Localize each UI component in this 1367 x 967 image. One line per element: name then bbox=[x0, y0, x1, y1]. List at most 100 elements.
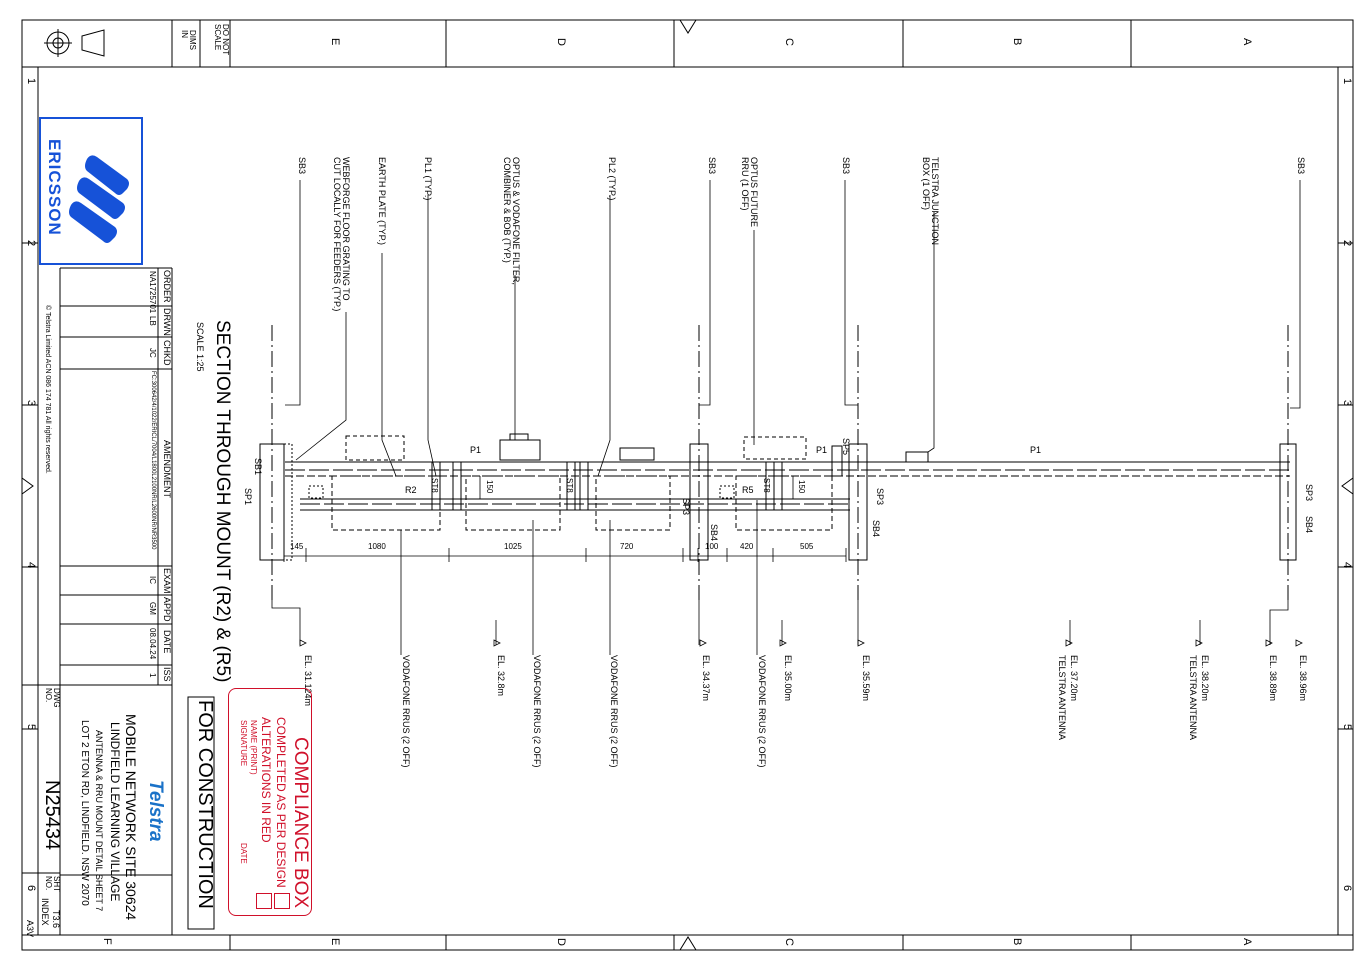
zone-letter-d-top: D bbox=[555, 38, 567, 46]
copyright-note: © Telstra Limited ACN 086 174 781 All ri… bbox=[44, 305, 51, 474]
rev-cell-drwn: LB bbox=[148, 316, 157, 326]
label-sp3: SP3 bbox=[875, 488, 885, 506]
rev-cell-iss: 1 bbox=[148, 673, 157, 678]
dim-1025: 1025 bbox=[504, 542, 522, 551]
rev-cell-date: 08.04.24 bbox=[148, 628, 157, 660]
zone-number-6-right: 6 bbox=[1341, 885, 1353, 892]
label-sb4: SB4 bbox=[1304, 516, 1314, 534]
compliance-line1: COMPLETED AS PER DESIGN bbox=[274, 717, 288, 888]
dims-in-note: DIMS IN bbox=[179, 30, 197, 50]
zone-number-1-left: 1 bbox=[25, 78, 37, 85]
compliance-signature-label: SIGNATURE bbox=[239, 720, 248, 767]
sheet-description: ANTENNA & RRU MOUNT DETAIL SHEET 7 bbox=[94, 730, 104, 912]
compliance-box bbox=[228, 688, 312, 916]
callout-earth-plate: EARTH PLATE (TYP.) bbox=[377, 157, 387, 246]
sht-no-label: SHT NO. bbox=[43, 876, 61, 892]
callout-sb3-b: SB3 bbox=[841, 157, 851, 175]
zone-number-5-left: 5 bbox=[25, 724, 37, 731]
callout-sb3-a: SB3 bbox=[1296, 157, 1306, 175]
dim-150: 150 bbox=[485, 480, 494, 494]
elevation-label: EL. 38.20m bbox=[1200, 655, 1210, 702]
compliance-check-box[interactable] bbox=[256, 893, 272, 909]
rev-cell-amendment: FC:300642/4/1022/ERICL/7004/L1800L2100NR… bbox=[150, 371, 156, 550]
dim-150: 150 bbox=[797, 480, 806, 494]
dwg-no-label: DWG NO. bbox=[43, 688, 61, 708]
compliance-check-box[interactable] bbox=[274, 893, 290, 909]
site-name: LINDFIELD LEARNING VILLAGE bbox=[108, 722, 122, 902]
dim-145: 145 bbox=[290, 542, 304, 551]
elevation-label: EL. 35.59m bbox=[861, 655, 871, 702]
rev-header-iss: ISS bbox=[162, 667, 172, 682]
zone-number-4-left: 4 bbox=[25, 562, 37, 569]
label-sp1: SP1 bbox=[243, 488, 253, 506]
section-scale: SCALE 1:25 bbox=[195, 322, 205, 372]
sheet-size: A3V bbox=[25, 920, 35, 938]
rev-header-order: ORDER bbox=[162, 270, 172, 303]
label-sp3: SP3 bbox=[1304, 484, 1314, 502]
elevation-label: EL. 35.00m bbox=[783, 655, 793, 702]
drawing-number: N25434 bbox=[41, 780, 63, 851]
rru-label: VODAFONE RRUS (2 OFF) bbox=[609, 655, 619, 768]
rru-label: VODAFONE RRUS (2 OFF) bbox=[757, 655, 767, 768]
elevation-note: TELSTRA ANTENNA bbox=[1188, 655, 1198, 741]
callout-sb3-d: SB3 bbox=[297, 157, 307, 175]
zone-letter-f-bottom: F bbox=[101, 938, 113, 945]
callout-sb3-c: SB3 bbox=[707, 157, 717, 175]
zone-letter-b-top: B bbox=[1011, 38, 1023, 46]
do-not-scale-note: DO NOT SCALE bbox=[212, 24, 230, 56]
site-title: MOBILE NETWORK SITE 30624 bbox=[123, 714, 139, 921]
elevation-label: EL. 38.96m bbox=[1298, 655, 1308, 702]
elevation-label: EL. 37.20m bbox=[1069, 655, 1079, 702]
compliance-name-label: NAME (PRINT) bbox=[249, 720, 258, 775]
zone-letter-e-top: E bbox=[329, 38, 341, 46]
rev-header-appd: APPD bbox=[162, 597, 172, 622]
label-p1: P1 bbox=[1030, 445, 1042, 455]
dim-720: 720 bbox=[620, 542, 634, 551]
label-sb4: SB4 bbox=[709, 524, 719, 542]
dim-505: 505 bbox=[800, 542, 814, 551]
rev-header-date: DATE bbox=[162, 630, 172, 654]
elevation-note: TELSTRA ANTENNA bbox=[1057, 655, 1067, 741]
zone-letter-b-bottom: B bbox=[1011, 938, 1023, 946]
zone-letter-d-bottom: D bbox=[555, 938, 567, 946]
callout-webforge: WEBFORGE FLOOR GRATING TO CUT LOCALLY FO… bbox=[331, 157, 351, 312]
dim-420: 420 bbox=[740, 542, 754, 551]
for-construction-label: FOR CONSTRUCTION bbox=[194, 700, 216, 909]
zone-letter-c-bottom: C bbox=[783, 938, 795, 946]
telstra-wordmark: Telstra bbox=[145, 780, 166, 842]
zone-letter-e-bottom: E bbox=[329, 938, 341, 946]
zone-number-5-right: 5 bbox=[1341, 724, 1353, 731]
elevation-label: EL. 34.37m bbox=[701, 655, 711, 702]
compliance-title: COMPLIANCE BOX bbox=[290, 737, 311, 909]
zone-letter-c-top: C bbox=[783, 38, 795, 46]
label-sb4: SB4 bbox=[871, 520, 881, 538]
label-sb1: SB1 bbox=[253, 458, 263, 476]
rru-label: VODAFONE RRUS (2 OFF) bbox=[532, 655, 542, 768]
elevation-label: EL. 38.89m bbox=[1268, 655, 1278, 702]
zone-number-6-left: 6 bbox=[25, 885, 37, 892]
zone-number-1-right: 1 bbox=[1341, 78, 1353, 85]
label-r2: R2 bbox=[405, 485, 417, 495]
zone-letter-a-bottom: A bbox=[1241, 938, 1253, 946]
zone-number-3-right: 3 bbox=[1341, 400, 1353, 407]
label-st8: ST8 bbox=[762, 478, 771, 493]
label-sp5: SP5 bbox=[841, 438, 851, 456]
callout-pl2: PL2 (TYP.) bbox=[607, 157, 617, 201]
section-title: SECTION THROUGH MOUNT (R2) & (R5) bbox=[212, 320, 233, 683]
ericsson-logo: ERICSSON bbox=[39, 117, 143, 265]
compliance-line2: ALTERATIONS IN RED bbox=[259, 717, 273, 843]
compliance-date-label: DATE bbox=[239, 843, 248, 864]
ericsson-stripes-icon bbox=[69, 155, 129, 243]
rev-cell-appd: GM bbox=[148, 602, 157, 615]
callout-optus-vodafone: OPTUS & VODAFONE FILTER, COMBINER & BOB … bbox=[501, 157, 521, 285]
rev-cell-exam: IC bbox=[148, 576, 157, 584]
callout-optus-future: OPTUS FUTURE RRU (1 OFF) bbox=[739, 157, 759, 228]
label-r5: R5 bbox=[742, 485, 754, 495]
zone-number-2-right: 2 bbox=[1341, 240, 1353, 247]
ericsson-wordmark: ERICSSON bbox=[45, 139, 64, 236]
index-label: INDEX bbox=[40, 898, 50, 926]
rev-cell-order: NA1725701 bbox=[148, 271, 157, 314]
callout-pl1: PL1 (TYP.) bbox=[423, 157, 433, 201]
